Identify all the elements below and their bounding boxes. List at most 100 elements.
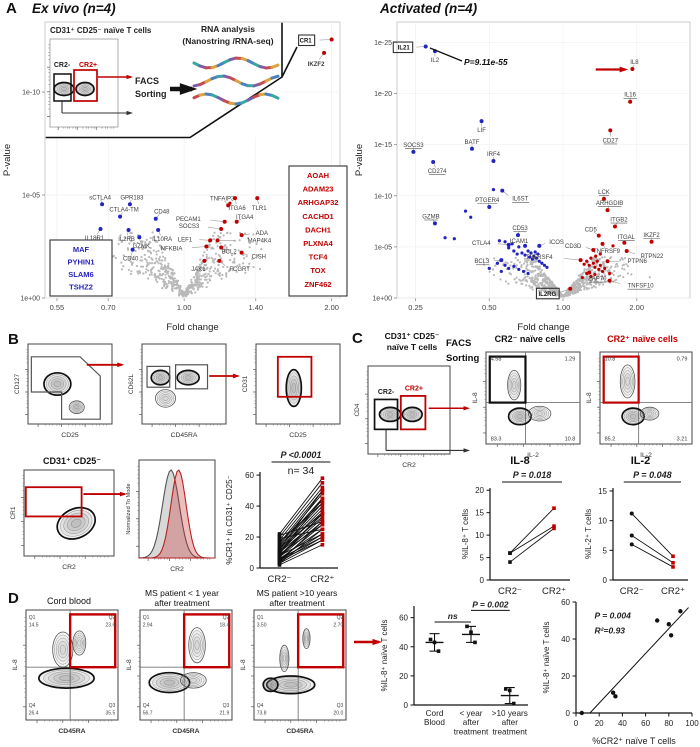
il2-chart-title: IL-2: [630, 455, 651, 467]
flow-plot-cr1-cr2-title: CD31⁺ CD25⁻: [42, 456, 102, 466]
svg-text:IL-8: IL-8: [240, 659, 247, 671]
svg-text:SOCS3: SOCS3: [179, 224, 200, 230]
svg-text:Q2: Q2: [337, 615, 344, 621]
svg-text:100: 100: [685, 719, 699, 728]
il8-chart-title: IL-8: [510, 455, 530, 467]
svg-text:20: 20: [399, 672, 408, 681]
svg-text:4.58: 4.58: [491, 356, 502, 362]
c-header: CD31⁺ CD25⁻ naïve T cells: [384, 331, 440, 352]
svg-text:ITGB2: ITGB2: [610, 217, 628, 223]
svg-text:ZAP70: ZAP70: [588, 276, 607, 282]
svg-text:Q4: Q4: [143, 703, 150, 709]
svg-text:TSHZ2: TSHZ2: [69, 283, 93, 292]
svg-text:15: 15: [475, 509, 484, 518]
svg-text:Q1: Q1: [257, 615, 264, 621]
svg-text:1.00: 1.00: [556, 303, 571, 312]
svg-text:CR2: CR2: [62, 564, 76, 571]
svg-text:Fold change: Fold change: [517, 322, 569, 333]
svg-text:60: 60: [245, 471, 254, 480]
svg-text:CISH: CISH: [252, 255, 266, 261]
svg-text:60: 60: [641, 719, 650, 728]
svg-text:20: 20: [245, 533, 254, 542]
svg-text:CD62L: CD62L: [128, 373, 135, 394]
c-facs-label: FACS Sorting: [446, 338, 480, 365]
svg-text:20.0: 20.0: [334, 711, 344, 717]
svg-text:ADAM23: ADAM23: [303, 185, 334, 194]
svg-text:PTPN6: PTPN6: [628, 259, 648, 265]
svg-text:Q1: Q1: [143, 615, 150, 621]
svg-text:RNA analysis: RNA analysis: [201, 24, 255, 34]
svg-text:1e-25: 1e-25: [374, 40, 392, 47]
svg-text:1.00: 1.00: [177, 303, 192, 312]
svg-text:56.7: 56.7: [143, 711, 153, 717]
svg-text:PECAM1: PECAM1: [176, 217, 201, 223]
svg-text:n= 34: n= 34: [288, 465, 315, 477]
activated-title: Activated (n=4): [380, 1, 478, 16]
svg-text:0: 0: [603, 576, 608, 585]
svg-text:CR2⁺: CR2⁺: [661, 586, 685, 597]
svg-text:CR1: CR1: [10, 506, 17, 519]
svg-text:Q3: Q3: [109, 703, 116, 709]
svg-text:40: 40: [618, 719, 627, 728]
svg-text:AOAH: AOAH: [307, 171, 329, 180]
svg-text:CR2: CR2: [170, 566, 184, 573]
svg-text:%IL-2⁺ T cells: %IL-2⁺ T cells: [584, 509, 593, 559]
svg-text:CR2⁻: CR2⁻: [620, 586, 644, 597]
svg-text:21.9: 21.9: [220, 711, 230, 717]
svg-text:40: 40: [245, 502, 254, 511]
svg-text:CD31: CD31: [242, 375, 249, 392]
svg-text:P = 0.048: P = 0.048: [633, 470, 671, 480]
svg-text:85.2: 85.2: [605, 436, 616, 442]
svg-text:14.5: 14.5: [29, 623, 39, 629]
svg-text:PTGER4: PTGER4: [475, 198, 500, 204]
svg-text:CD45RA: CD45RA: [172, 728, 199, 735]
svg-text:IL18R1: IL18R1: [85, 236, 105, 242]
svg-text:CD31⁺ CD25⁻ naïve T cells: CD31⁺ CD25⁻ naïve T cells: [50, 26, 152, 35]
svg-text:IL-8: IL-8: [586, 392, 593, 404]
svg-text:CR2+: CR2+: [79, 62, 97, 69]
svg-text:GPR183: GPR183: [120, 195, 144, 201]
panel-a-label: A: [6, 0, 17, 17]
svg-text:CR2-: CR2-: [378, 389, 395, 396]
svg-text:PTPN22: PTPN22: [641, 254, 664, 260]
svg-text:%IL-8⁺ T cells: %IL-8⁺ T cells: [461, 509, 470, 559]
svg-text:CR2: CR2: [402, 462, 416, 469]
svg-text:JAK1: JAK1: [191, 267, 206, 273]
svg-text:CD25: CD25: [289, 432, 307, 439]
svg-text:3.21: 3.21: [677, 436, 688, 442]
svg-text:CR2⁺: CR2⁺: [310, 574, 334, 585]
svg-text:0.70: 0.70: [101, 303, 116, 312]
d3-title: MS patient >10 years after treatment: [256, 588, 338, 608]
svg-text:0: 0: [574, 719, 579, 728]
svg-text:TNFSF10: TNFSF10: [628, 284, 655, 290]
svg-text:MAP4K4: MAP4K4: [248, 238, 272, 244]
svg-text:0: 0: [566, 709, 571, 718]
svg-text:0: 0: [404, 701, 409, 710]
svg-text:Fold change: Fold change: [166, 322, 218, 333]
svg-text:35.5: 35.5: [106, 711, 116, 717]
svg-text:1e-10: 1e-10: [22, 90, 40, 97]
d2-title: MS patient < 1 year after treatment: [145, 588, 219, 608]
svg-text:Q2: Q2: [109, 615, 116, 621]
svg-text:CD40: CD40: [123, 257, 139, 263]
svg-text:TCF4: TCF4: [309, 253, 329, 262]
svg-text:26.4: 26.4: [29, 711, 39, 717]
quad-neg-title: CR2⁻ naïve cells: [494, 334, 566, 344]
svg-text:Sorting: Sorting: [135, 89, 167, 99]
svg-text:P=9.11e-55: P=9.11e-55: [464, 57, 508, 67]
svg-text:3.50: 3.50: [257, 623, 267, 629]
svg-text:TOX: TOX: [310, 266, 325, 275]
svg-text:CD127: CD127: [14, 373, 21, 394]
panel-d-label: D: [8, 590, 19, 607]
svg-text:5: 5: [480, 554, 485, 563]
svg-text:IL2: IL2: [431, 58, 440, 64]
